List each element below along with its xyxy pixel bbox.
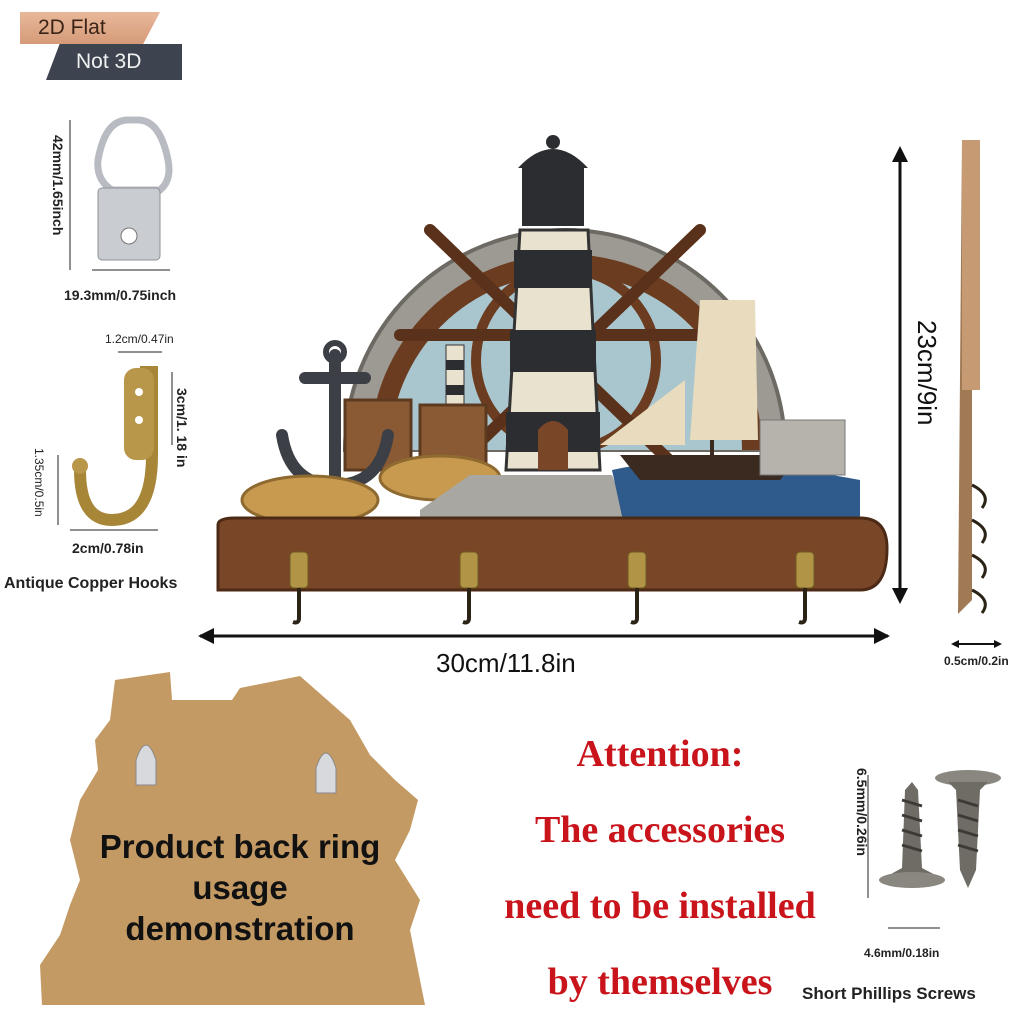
attention-title: Attention: [576,733,744,775]
not-3d-badge: Not 3D [46,44,182,80]
hook-caption: Antique Copper Hooks [4,575,178,592]
back-line-1: Product back ring [99,828,381,865]
brass-hook-icon [57,351,173,531]
hook-left-label: 1.35cm/0.5in [32,448,46,517]
attention-line-1: The accessories [534,809,786,851]
attention-line-2: need to be installed [504,885,816,927]
product-depth-label: 0.5cm/0.2in [944,654,1009,668]
product-height-label: 23cm/9in [912,320,942,426]
back-line-2: usage [192,869,288,906]
back-demo-text: Product back ring usage demonstration [60,826,420,949]
screw-height-label: 6.5mm/0.26in [854,768,870,856]
back-board [40,672,425,1005]
key-holder-product [216,135,889,625]
hanger-height-label: 42mm/1.65inch [50,135,66,236]
flat-badge: 2D Flat [20,12,160,44]
hook-top-label: 1.2cm/0.47in [105,332,174,346]
product-width-label: 30cm/11.8in [436,648,576,678]
sawtooth-hanger-icon [69,116,173,271]
side-profile [951,140,1002,648]
hook-right-label: 3cm/1. 18 in [174,388,190,468]
attention-block: Attention: The accessories need to be in… [460,716,860,1020]
screw-width-label: 4.6mm/0.18in [864,946,940,960]
badge-bottom-text: Not 3D [76,50,142,73]
back-line-3: demonstration [125,910,355,947]
screw-caption: Short Phillips Screws [802,984,976,1003]
hook-bottom-label: 2cm/0.78in [72,540,144,556]
attention-line-3: by themselves [547,961,773,1003]
badge-top-text: 2D Flat [38,16,106,39]
hanger-width-label: 19.3mm/0.75inch [64,287,177,303]
phillips-screws-icon [867,770,1001,929]
